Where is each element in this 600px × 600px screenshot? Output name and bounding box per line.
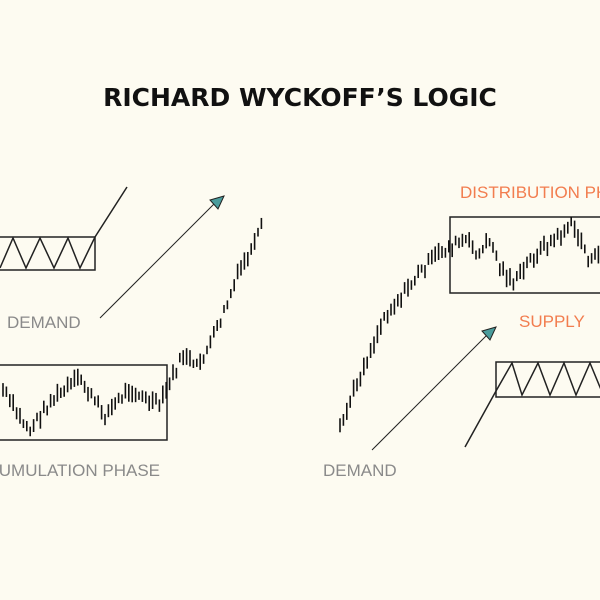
price-bars-left [2,217,263,437]
arrow-head-icon [209,195,225,210]
distribution-range-box [449,216,600,294]
arrow-head-icon [481,326,497,341]
supply-label: SUPPLY [519,312,585,331]
demand-arrow-right [371,334,488,451]
zigzag-line-right [464,361,600,448]
distribution-schematic: DISTRIBUTION PHASE SUPPLY DEMAND [323,183,600,480]
distribution-phase-label: DISTRIBUTION PHASE [460,183,600,202]
accumulation-schematic: DEMAND ACCUMULATION PHASE [0,186,263,480]
accumulation-range-box [0,364,168,441]
demand-label-left: DEMAND [7,313,81,332]
zigzag-box-left [0,236,96,271]
zigzag-line-left [0,186,128,270]
zigzag-box-right [495,361,600,398]
accumulation-phase-label: ACCUMULATION PHASE [0,461,160,480]
diagram-title: RICHARD WYCKOFF’S LOGIC [103,83,497,112]
price-bars-right [339,216,600,433]
demand-arrow-left [99,203,215,319]
demand-label-right: DEMAND [323,461,397,480]
